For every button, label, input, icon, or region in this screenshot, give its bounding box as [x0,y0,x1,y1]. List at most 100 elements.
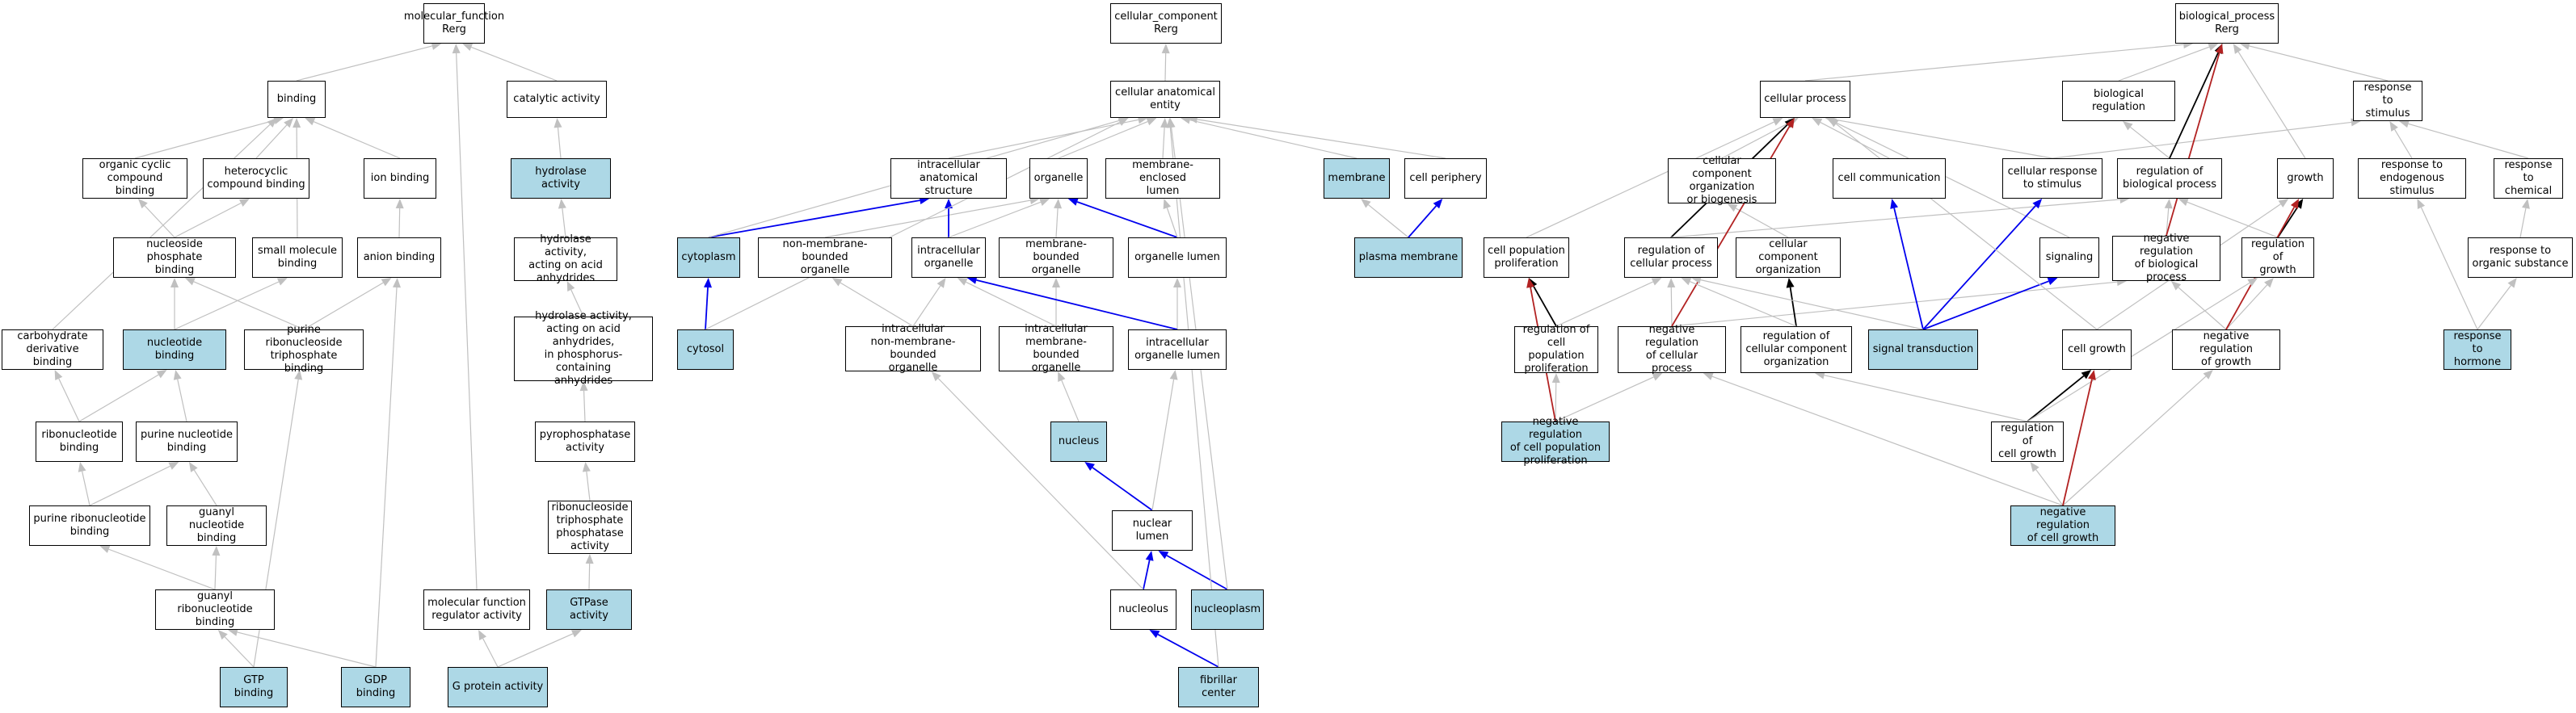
arrowhead-ribonucleotide-to-nucleotide [156,370,167,379]
edge-neg_cg-to-cell_growth [2062,379,2093,506]
arrowhead-ion_binding-to-binding [305,118,316,126]
edge-periphery-to-cae [1197,119,1446,159]
edge-ic_nmb-to-ic_org [912,285,941,327]
arrowhead-cco-to-ccob [1727,203,1738,212]
arrowhead-nuc_lumen-to-nucleus [1084,462,1095,472]
arrowhead-ic_org-to-ias [945,199,953,208]
arrowhead-reg_cco-to-reg_cp [1681,278,1692,286]
edge-signal-to-cell_resp [1922,205,2036,330]
arrowhead-resp_endo-to-resp_stim [2389,121,2398,132]
node-resp_chem: response to chemical [2494,158,2563,199]
edge-reg_cco-to-cco [1789,287,1797,327]
node-cc_root: cellular_component Rerg [1110,3,1222,44]
arrowhead-signal-to-reg_cp [1690,275,1702,284]
edge-neg_bio-to-reg_bio [2166,208,2170,237]
arrowhead-cell_comm-to-cell_proc [1812,118,1823,126]
arrowhead-signal-to-cell_resp [2032,199,2043,209]
edge-nuc_phos-to-heterocyclic [174,202,242,238]
arrowhead-plasma-to-periphery [1433,199,1443,209]
edge-membrane-to-cae [1189,120,1357,159]
node-mb_org: membrane-bounded organelle [999,237,1113,278]
edge-reg_cg-to-reg_cco [1824,375,2028,422]
arrowhead-binding-to-mf_root [431,42,442,50]
arrowhead-signal-to-cell_comm [1890,199,1899,209]
node-mf_reg: molecular function regulator activity [423,589,530,630]
edge-reg_cg-to-cell_growth [2027,375,2085,422]
node-hydro_acid: hydrolase activity, acting on acid anhyd… [514,233,617,284]
arrowhead-cytosol-to-cae [1118,118,1129,126]
edge-neg_cpp-to-reg_cpp [1555,382,1557,422]
node-neg_cg: negative regulation of cell growth [2010,505,2115,546]
arrowhead-neg_cg-to-cell_growth [2088,370,2096,380]
node-pr_tri: purine ribonucleoside triphosphate bindi… [244,324,364,375]
arrowhead-me_lumen-to-cae [1160,118,1169,128]
edge-nuc_phos-to-org_cyclic [144,205,175,238]
node-neg_growth: negative regulation of growth [2172,329,2280,370]
node-reg_growth: regulation of growth [2241,237,2314,278]
edge-neg_bio-to-bp_root [2166,52,2220,237]
node-membrane: membrane [1324,158,1390,199]
arrowhead-purine_nuc-to-nucleotide [173,370,182,380]
node-org_cyclic: organic cyclic compound binding [82,158,187,199]
edge-neg_cpp-to-neg_cp [1555,376,1654,422]
edge-mb_org-to-organelle [1055,208,1059,238]
arrowhead-signal-to-signaling [2047,277,2058,285]
edge-reg_cpp-to-reg_cp [1555,281,1653,327]
edge-anion-to-ion_binding [398,208,401,238]
arrowhead-cae-to-cc_root [1161,44,1170,54]
edge-ic_lumen-to-ic_org [976,279,1178,330]
node-neg_bio: negative regulation of biological proces… [2112,233,2220,283]
edge-fibrillar-to-cae [1169,127,1219,668]
arrowhead-neg_bio-to-reg_bio [2164,199,2173,209]
edge-reg_bio-to-bio_reg [2130,126,2170,159]
arrowhead-mf_reg-to-mf_root [452,44,461,54]
node-gprotein: G protein activity [448,667,548,707]
node-cell_resp: cellular response to stimulus [2002,158,2102,199]
edge-neg_growth-to-neg_bio [2178,287,2227,330]
edge-signal-to-cell_comm [1893,208,1924,330]
arrowhead-neg_bio-to-bp_root [2215,44,2224,54]
edge-gdp_binding-to-guanyl_ribo [237,631,377,668]
arrowhead-neg_cpp-to-cpp [1526,278,1534,288]
node-reg_cpp: regulation of cell population proliferat… [1514,324,1598,375]
node-growth: growth [2277,158,2334,199]
arrowhead-reg_cg-to-reg_growth [2247,278,2258,287]
arrowhead-neg_cpp-to-neg_cp [1652,373,1663,381]
arrowhead-resp_org-to-resp_chem [2522,199,2530,209]
arrowhead-catalytic-to-mf_root [462,43,474,52]
edge-org_lumen-to-organelle [1076,201,1178,238]
edge-pr_nuc-to-ribonucleotide [82,471,90,506]
edge-nucleolus-to-ic_nmb [937,378,1144,590]
arrowhead-cpp-to-cell_proc [1772,118,1783,126]
arrowhead-nucleoplasm-to-nuc_lumen [1158,551,1169,560]
node-bio_reg: biological regulation [2062,81,2175,121]
edge-mf_reg-to-mf_root [456,52,478,590]
edge-reg_cg-to-reg_growth [2027,282,2250,422]
edge-neg_cp-to-neg_bio [1671,281,2118,327]
arrowhead-neg_cpp-to-reg_cpp [1551,373,1560,384]
arrowhead-nuc_lumen-to-ic_lumen [1169,370,1178,380]
edge-ccob-to-cell_proc [1721,122,1791,159]
arrowhead-neg_cg-to-reg_cg [2030,462,2039,472]
node-bp_root: biological_process Rerg [2175,3,2279,44]
edge-resp_endo-to-resp_stim [2394,128,2413,159]
edge-reg_growth-to-reg_bio [2187,201,2279,238]
node-periphery: cell periphery [1404,158,1487,199]
arrowhead-resp_horm-to-resp_endo [2417,199,2426,209]
arrowhead-hydro_acid-to-hydrolase [558,199,566,209]
arrowhead-heterocyclic-to-binding [284,118,293,128]
node-resp_stim: response to stimulus [2353,81,2422,121]
edge-gprotein-to-gtpase [497,633,574,668]
node-gtp_binding: GTP binding [220,667,288,707]
edge-cell_resp-to-resp_stim [2052,121,2351,159]
node-nucleoplasm: nucleoplasm [1191,589,1264,630]
edge-pr_tri-to-nuc_phos [193,281,305,330]
arrowhead-reg_cg-to-cell_growth [2081,370,2092,380]
arrowhead-reg_growth-to-reg_bio [2178,198,2189,207]
edge-pr_nuc-to-purine_nuc [89,465,170,506]
edge-nuc_lumen-to-ic_lumen [1151,379,1175,511]
node-cco: cellular component organization [1736,237,1841,278]
arrowhead-reg_cco-to-cco [1786,278,1795,288]
